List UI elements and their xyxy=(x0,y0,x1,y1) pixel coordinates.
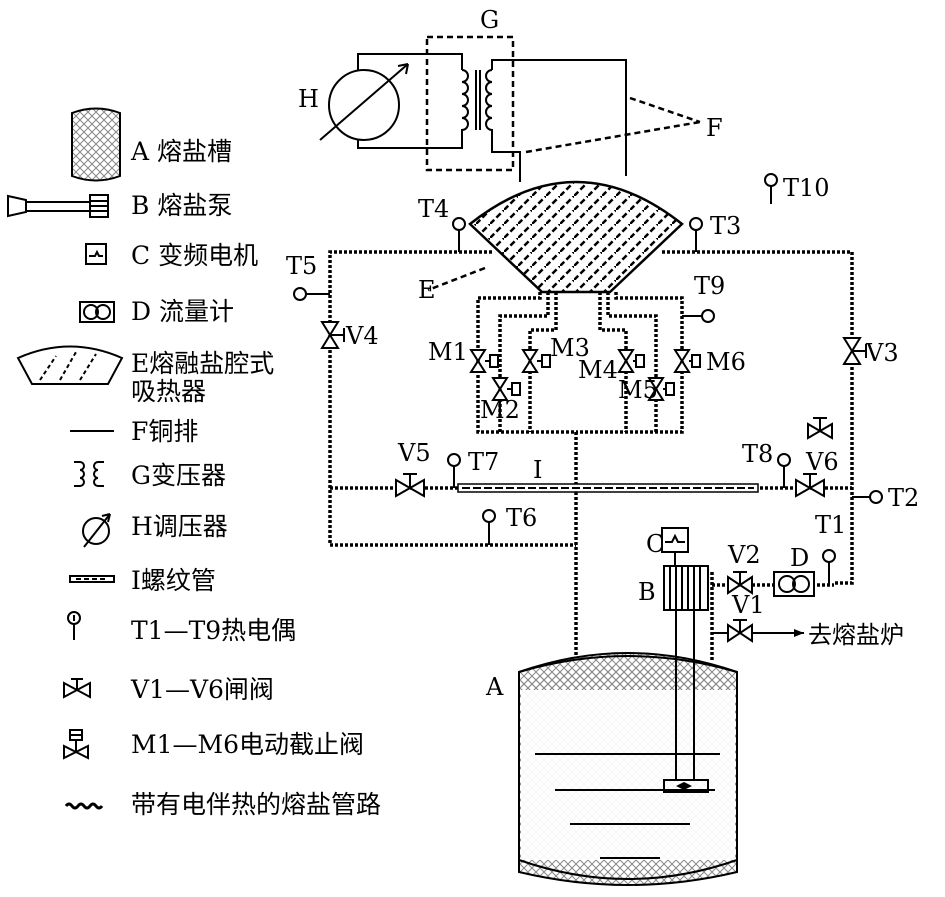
label-B: B xyxy=(638,578,656,606)
thermocouple-T8 xyxy=(777,453,791,488)
valve-V6 xyxy=(795,473,825,498)
valve-V3 xyxy=(842,337,867,365)
valve-V4 xyxy=(320,321,345,349)
label-T8: T8 xyxy=(742,440,773,468)
label-M1: M1 xyxy=(428,338,468,366)
pump-B xyxy=(661,527,709,793)
electric-valve-icon xyxy=(63,729,89,760)
legend-label: D 流量计 xyxy=(131,297,234,326)
threaded-tube-icon xyxy=(69,575,115,583)
motor-icon xyxy=(85,243,107,265)
label-V6: V6 xyxy=(805,448,839,476)
tank-A xyxy=(518,652,738,886)
regulator-symbol xyxy=(328,69,400,141)
pump-icon xyxy=(7,194,109,218)
label-T10: T10 xyxy=(783,174,830,202)
label-T6: T6 xyxy=(506,504,537,532)
thermocouple-T5 xyxy=(293,287,330,301)
thermocouple-T10 xyxy=(764,173,778,204)
transformer-box xyxy=(425,35,515,172)
label-T5: T5 xyxy=(286,252,317,280)
legend-label: T1—T9热电偶 xyxy=(131,616,296,645)
thermocouple-T3 xyxy=(689,217,703,252)
legend-label: C 变频电机 xyxy=(131,241,258,270)
label-C: C xyxy=(646,530,664,558)
label-F: F xyxy=(706,114,723,142)
valve-M2 xyxy=(491,377,521,401)
label-G: G xyxy=(480,6,499,34)
label-T2: T2 xyxy=(888,484,919,512)
legend-label: I螺纹管 xyxy=(131,566,216,595)
legend-label: B 熔盐泵 xyxy=(131,191,232,220)
label-T4: T4 xyxy=(418,195,449,223)
transformer-icon xyxy=(74,461,104,487)
molten-salt-piping xyxy=(328,250,854,662)
component-labels: G H F E I A B C D T1 T2 T3 T4 T5 T6 T7 T… xyxy=(286,6,919,701)
legend-labels: A 熔盐槽 B 熔盐泵 C 变频电机 D 流量计 E熔融盐腔式 吸热器 F铜排 … xyxy=(130,137,381,819)
valve-M5 xyxy=(647,377,675,401)
label-V1: V1 xyxy=(731,591,765,619)
label-M5: M5 xyxy=(618,376,658,404)
legend-label: H调压器 xyxy=(131,512,228,541)
label-V3: V3 xyxy=(865,339,899,367)
receiver-E xyxy=(427,180,684,294)
label-V2: V2 xyxy=(727,541,761,569)
receiver-icon xyxy=(16,345,124,385)
label-D: D xyxy=(790,544,809,572)
label-M3: M3 xyxy=(550,334,590,362)
legend-label: G变压器 xyxy=(131,461,226,490)
flowmeter-icon xyxy=(79,301,115,323)
valve-M4 xyxy=(617,349,645,373)
thermocouple-T6 xyxy=(482,509,496,545)
gate-valve-symbol xyxy=(807,417,833,440)
valve-M6 xyxy=(673,349,701,373)
valve-V1 xyxy=(727,619,753,643)
label-outlet: 去熔盐炉 xyxy=(808,621,904,649)
label-T7: T7 xyxy=(468,448,499,476)
flowmeter-D xyxy=(773,571,815,597)
label-H: H xyxy=(298,85,319,113)
label-M2: M2 xyxy=(480,396,520,424)
label-I: I xyxy=(533,456,542,484)
legend-label: 吸热器 xyxy=(131,377,206,406)
valve-M3 xyxy=(521,349,551,373)
valve-V5 xyxy=(395,473,425,498)
label-V5: V5 xyxy=(397,439,431,467)
legend-icons xyxy=(7,107,124,810)
thermocouples xyxy=(293,173,883,585)
legend-label: E熔融盐腔式 xyxy=(131,349,274,378)
motor-C xyxy=(661,527,689,553)
valve-V2 xyxy=(727,571,753,595)
thermocouple-T4 xyxy=(452,217,466,252)
regulator-icon xyxy=(82,513,111,548)
legend-label: V1—V6闸阀 xyxy=(130,675,274,704)
label-M4: M4 xyxy=(578,356,618,384)
valves xyxy=(320,321,867,643)
thermocouple-T1 xyxy=(822,549,836,585)
thermocouple-icon xyxy=(67,611,81,640)
label-E: E xyxy=(418,276,436,304)
label-V4: V4 xyxy=(345,322,379,350)
label-M6: M6 xyxy=(706,348,746,376)
valve-M1 xyxy=(469,349,499,373)
label-T3: T3 xyxy=(710,212,741,240)
thermocouple-T9 xyxy=(701,309,715,323)
heated-pipe-icon xyxy=(64,802,104,810)
label-A: A xyxy=(485,673,504,701)
legend-label: F铜排 xyxy=(131,417,198,446)
threaded-tube-I xyxy=(457,483,759,493)
legend-label: M1—M6电动截止阀 xyxy=(131,730,364,759)
tank-icon xyxy=(71,107,121,182)
gate-valve-icon xyxy=(63,678,91,699)
thermocouple-T7 xyxy=(447,453,461,488)
legend-label: A 熔盐槽 xyxy=(130,137,232,166)
legend-label: 带有电伴热的熔盐管路 xyxy=(131,790,381,819)
label-T1: T1 xyxy=(815,511,846,539)
label-T9: T9 xyxy=(694,272,725,300)
thermocouple-T2 xyxy=(852,490,883,504)
electrical-section xyxy=(319,35,701,182)
